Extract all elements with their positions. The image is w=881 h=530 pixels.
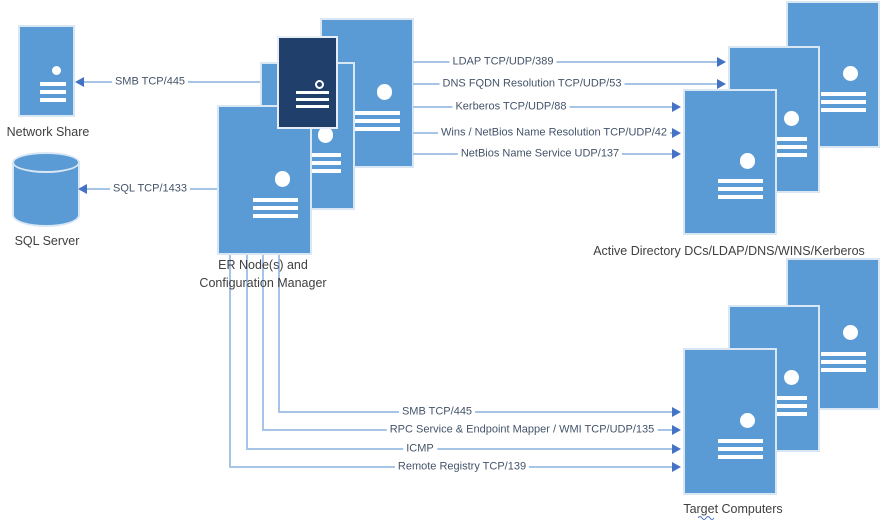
server-led-dot-icon [783, 110, 799, 126]
connector-smb-target-vline [278, 255, 280, 413]
arrowhead-right-icon [672, 128, 681, 138]
server-led-dot-icon [317, 127, 333, 143]
server-led-dot-icon [739, 153, 756, 169]
spellcheck-squiggle-icon [698, 516, 715, 520]
server-vents-icon [295, 90, 329, 112]
server-led-dot-icon [274, 171, 290, 187]
arrowhead-right-icon [672, 462, 681, 472]
server-led-ring-icon [315, 79, 325, 89]
connector-label-icmp: ICMP [403, 442, 437, 456]
arrowhead-right-icon [717, 57, 726, 67]
ad-server-front-icon [683, 89, 777, 235]
connector-label-wins: Wins / NetBios Name Resolution TCP/UDP/4… [438, 126, 670, 140]
server-vents-icon [355, 110, 401, 135]
arrowhead-right-icon [672, 407, 681, 417]
server-led-dot-icon [52, 65, 62, 75]
connector-label-netbios: NetBios Name Service UDP/137 [457, 147, 623, 161]
server-vents-icon [252, 197, 299, 222]
sql-server-label: SQL Server [14, 234, 80, 248]
connector-ldap-line [413, 61, 717, 63]
connector-rpc-vline [262, 255, 264, 431]
target-computers-label: Target Computers [683, 502, 783, 516]
connector-label-smb-share: SMB TCP/445 [111, 75, 189, 89]
server-vents-icon [762, 136, 807, 161]
arrowhead-left-icon [78, 184, 87, 194]
connector-icmp-line [246, 448, 672, 450]
server-vents-icon [39, 81, 67, 106]
connector-label-smb-target: SMB TCP/445 [398, 405, 476, 419]
connector-label-rpc: RPC Service & Endpoint Mapper / WMI TCP/… [386, 423, 658, 437]
network-share-server-icon [18, 25, 75, 117]
connector-remote-registry-vline [229, 255, 231, 468]
active-directory-label: Active Directory DCs/LDAP/DNS/WINS/Kerbe… [593, 244, 865, 258]
arrowhead-left-icon [75, 77, 84, 87]
database-cylinder-icon [12, 152, 80, 228]
server-led-dot-icon [842, 325, 859, 341]
server-led-dot-icon [739, 412, 756, 429]
connector-label-ldap: LDAP TCP/UDP/389 [449, 55, 557, 69]
server-vents-icon [295, 153, 342, 177]
connector-label-sql: SQL TCP/1433 [110, 182, 190, 196]
server-vents-icon [821, 91, 867, 116]
server-vents-icon [821, 351, 867, 376]
arrowhead-right-icon [672, 102, 681, 112]
network-share-label: Network Share [6, 125, 90, 139]
connector-label-dns: DNS FQDN Resolution TCP/UDP/53 [439, 77, 625, 91]
server-vents-icon [718, 438, 764, 463]
arrowhead-right-icon [672, 149, 681, 159]
server-vents-icon [762, 395, 807, 420]
arrowhead-right-icon [672, 444, 681, 454]
target-server-front-icon [683, 348, 777, 495]
connector-icmp-vline [246, 255, 248, 450]
er-server-dark-icon [277, 36, 338, 129]
server-led-dot-icon [783, 369, 799, 385]
arrowhead-right-icon [672, 425, 681, 435]
connector-label-kerberos: Kerberos TCP/UDP/88 [452, 100, 570, 114]
er-nodes-label: ER Node(s) and Configuration Manager [199, 256, 326, 292]
server-vents-icon [718, 179, 764, 203]
server-led-dot-icon [842, 65, 859, 82]
er-nodes-label-line1: ER Node(s) and [218, 258, 308, 272]
er-nodes-label-line2: Configuration Manager [199, 276, 327, 290]
server-led-dot-icon [376, 84, 393, 100]
er-server-front-icon [217, 105, 312, 255]
connector-label-remote-registry: Remote Registry TCP/139 [394, 460, 530, 474]
arrowhead-right-icon [717, 79, 726, 89]
